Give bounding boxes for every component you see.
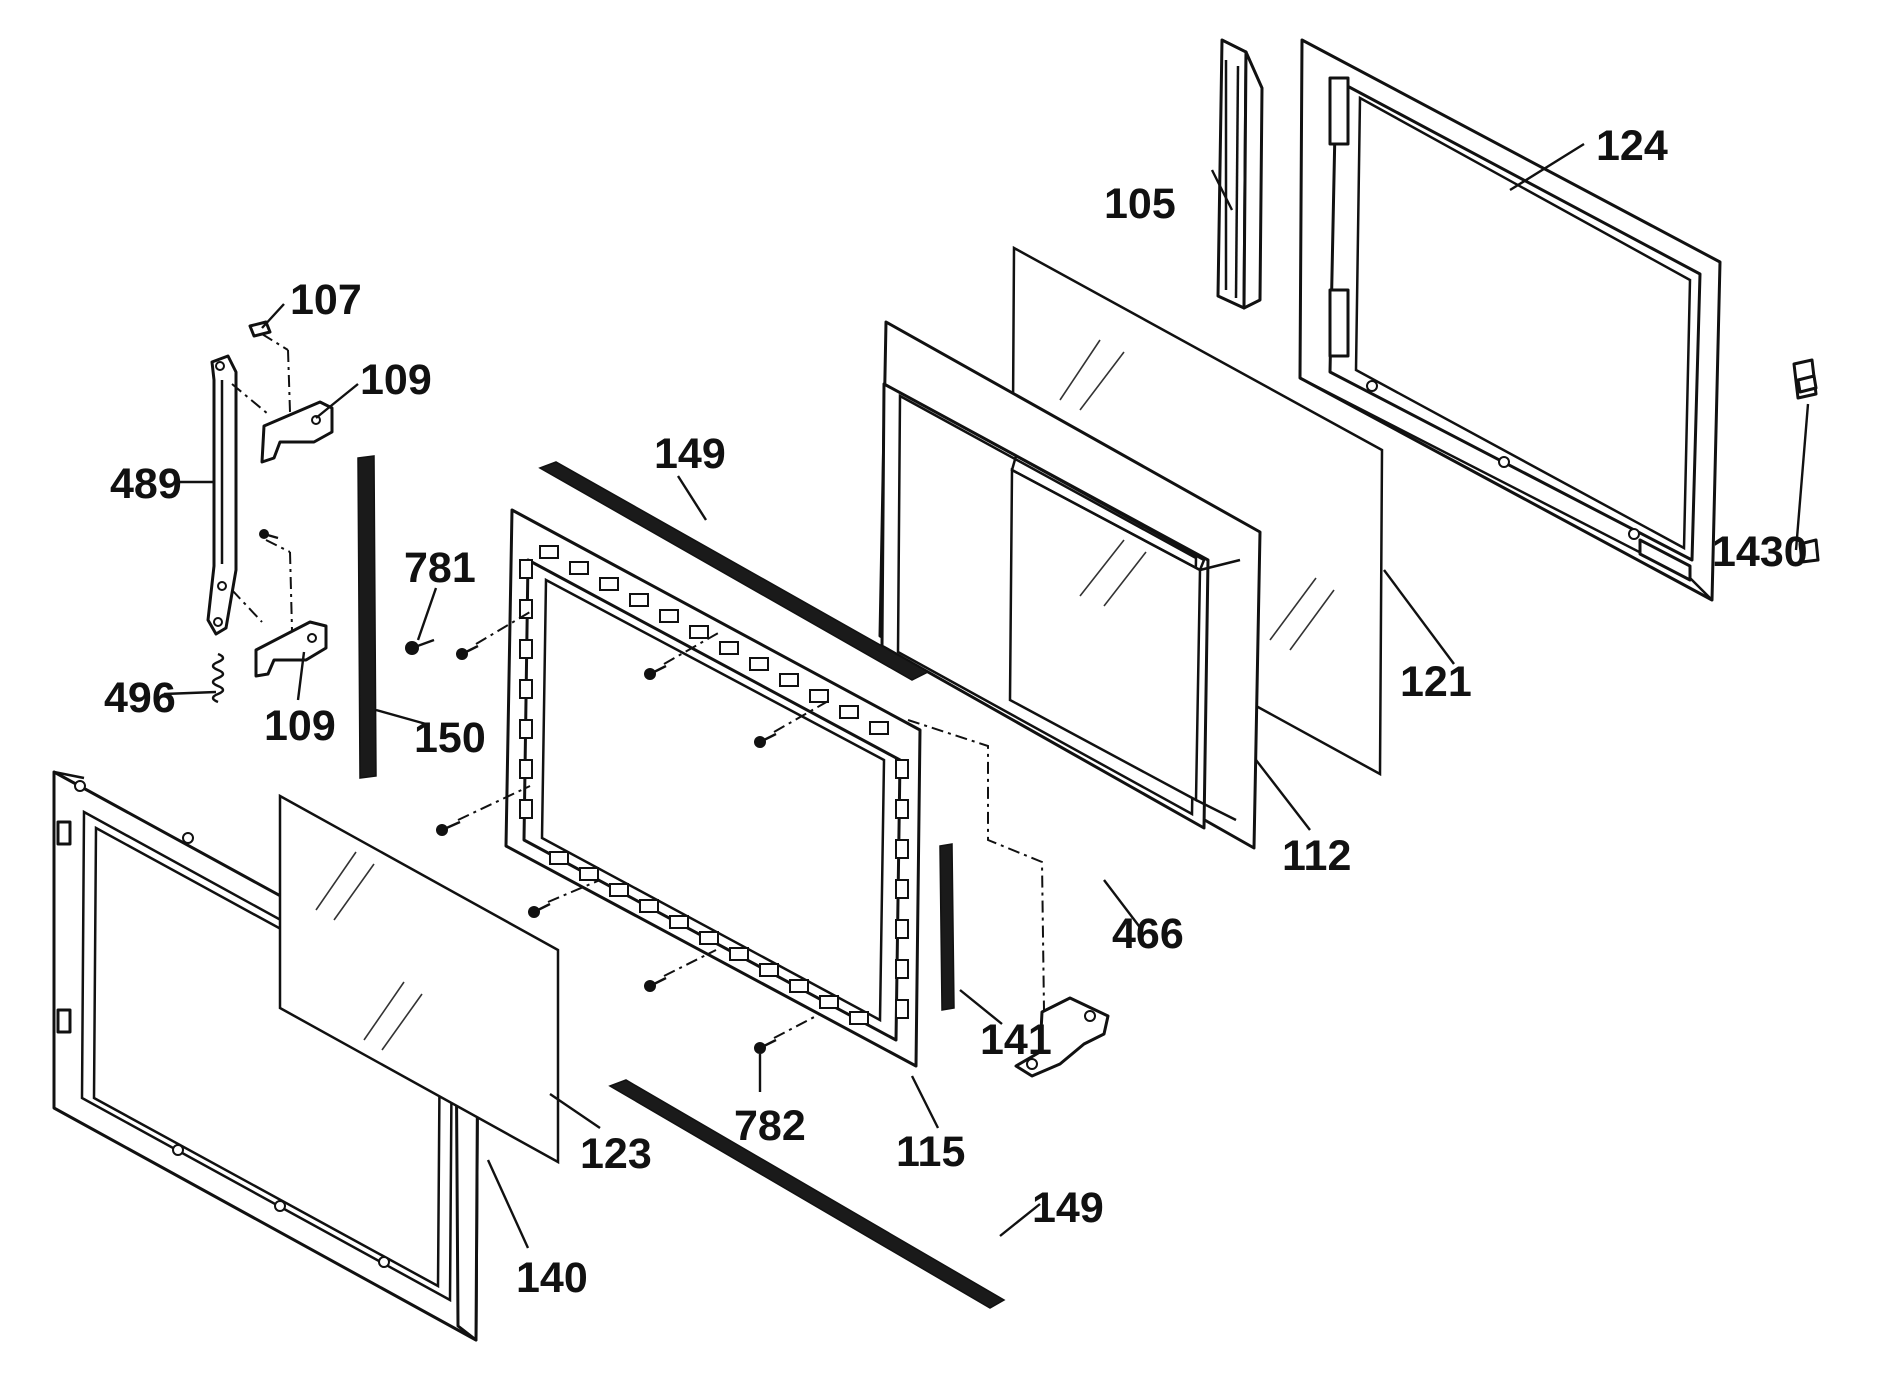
part-149-top-seal-strip [538,461,930,681]
screw [436,820,461,836]
label-149-bottom: 149 [1032,1184,1104,1232]
label-496: 496 [104,674,176,722]
label-115: 115 [896,1128,965,1176]
label-141: 141 [980,1016,1052,1064]
screw [644,976,667,992]
screw-781 [405,638,435,655]
label-782: 782 [734,1102,806,1150]
screw [456,644,479,660]
label-123: 123 [580,1130,652,1178]
part-115-inner-panel [504,508,922,1068]
inner-panel-tabs [519,545,909,1025]
label-466: 466 [1112,910,1184,958]
label-140: 140 [516,1254,588,1302]
label-143: 1430 [1712,528,1808,576]
label-107: 107 [290,276,362,324]
label-109-lower: 109 [264,702,336,750]
part-466-bracket [1014,996,1110,1078]
label-489: 489 [110,460,182,508]
part-112-inner-frame [878,320,1262,850]
screw [259,529,279,540]
part-109-lower-hinge-bracket [254,620,328,678]
part-105-side-bracket [1216,38,1264,310]
part-149-bottom-seal-strip [608,1079,1006,1309]
part-489-hinge-arm [206,354,238,636]
part-141-small-seal-strip [939,843,955,1011]
screw [528,902,551,918]
label-781: 781 [404,544,476,592]
part-143-clip [1792,358,1820,564]
label-105: 105 [1104,180,1176,228]
leader-lines [163,142,1810,1249]
label-124: 124 [1596,122,1668,170]
label-112: 112 [1282,832,1351,880]
part-123-front-glass [278,793,560,1165]
part-labels: 124 105 107 109 489 149 781 121 1430 496… [104,122,1808,1302]
label-121: 121 [1400,658,1472,706]
label-109-upper: 109 [360,356,432,404]
screws [259,529,777,1054]
screw [754,732,777,748]
part-124-back-frame [1298,38,1722,602]
part-109-upper-hinge-bracket [260,400,334,464]
label-150: 150 [414,714,486,762]
part-150-vertical-seal-strip [357,455,377,779]
label-149-top: 149 [654,430,726,478]
part-496-spring [211,652,225,704]
screw-782 [754,1038,777,1054]
screw [644,664,667,680]
